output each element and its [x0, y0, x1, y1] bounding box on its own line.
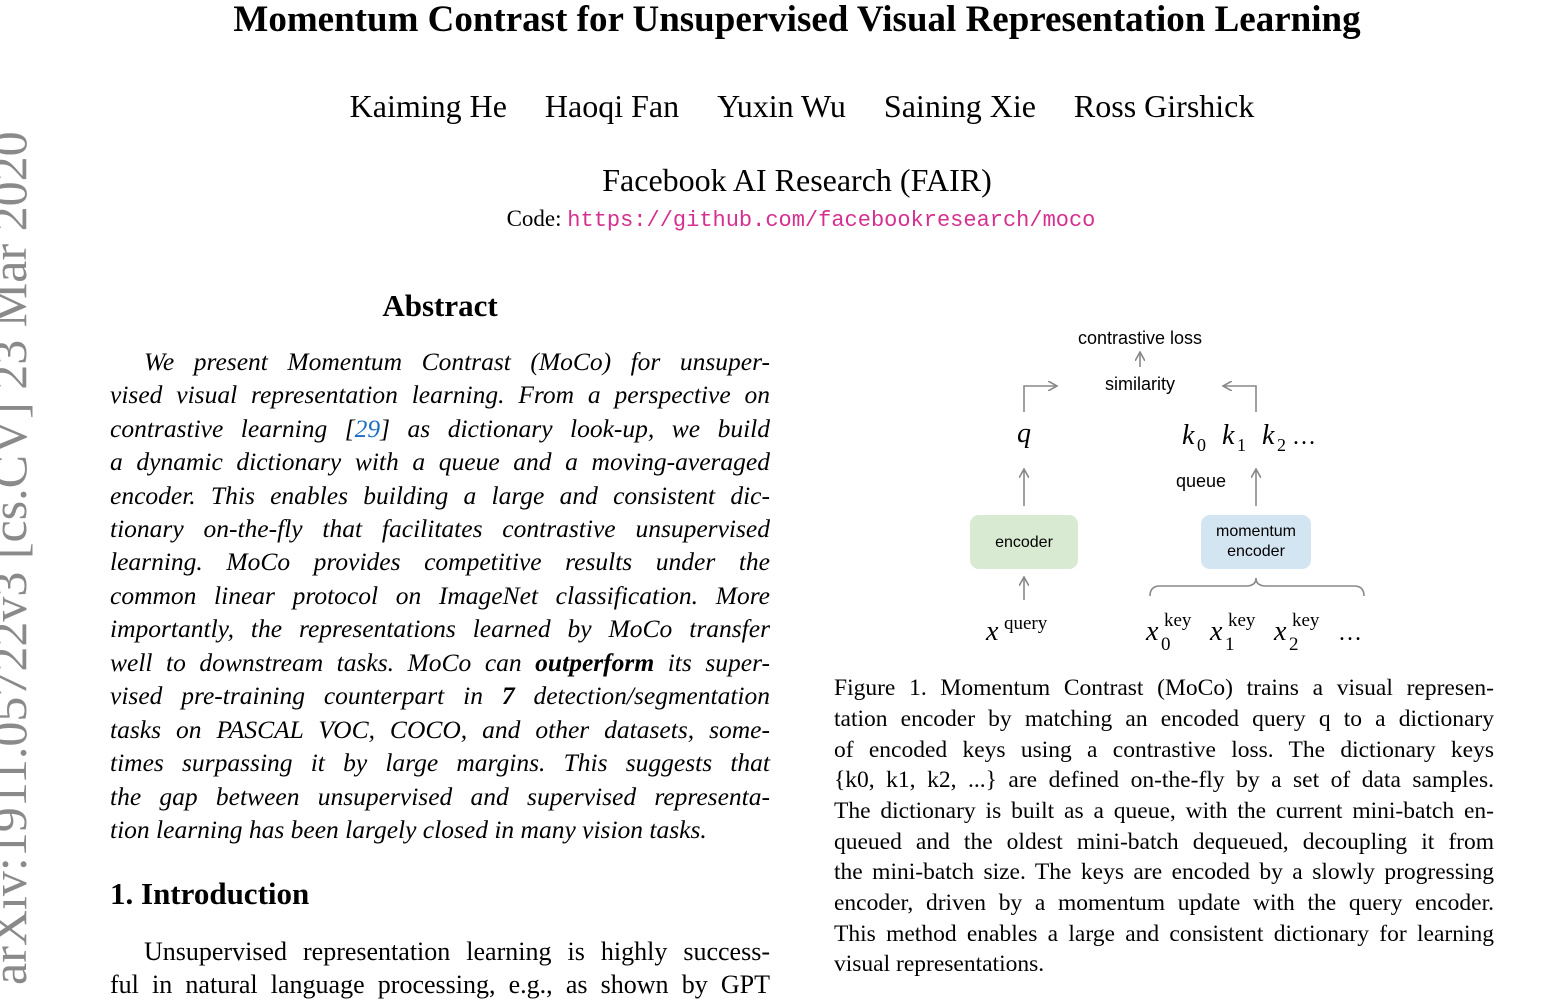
svg-text:x: x — [1145, 616, 1159, 647]
abstract-line: tion learning has been largely closed in… — [110, 815, 707, 844]
arrow-keys-to-similarity — [1224, 386, 1257, 412]
abstract-line: the gap between unsupervised and supervi… — [110, 782, 770, 811]
abstract-line: common linear protocol on ImageNet class… — [110, 581, 770, 610]
abstract-line: vised visual representation learning. Fr… — [110, 380, 770, 409]
code-link[interactable]: https://github.com/facebookresearch/moco — [567, 208, 1096, 233]
momentum-encoder-label-2: encoder — [1227, 543, 1285, 560]
contrastive-loss-label: contrastive loss — [1078, 328, 1202, 348]
abstract-line: We present Momentum Contrast (MoCo) for … — [144, 347, 770, 376]
abstract-text: contrastive learning [ — [110, 414, 355, 443]
svg-text:k: k — [1222, 420, 1235, 451]
caption-line: {k0, k1, k2, ...} are defined on-the-fly… — [834, 767, 1494, 793]
svg-text:key: key — [1164, 610, 1192, 631]
abstract-line: tasks on PASCAL VOC, COCO, and other dat… — [110, 715, 770, 744]
caption-line: queued and the oldest mini-batch dequeue… — [834, 829, 1494, 855]
arrow-q-to-similarity — [1023, 386, 1056, 412]
abstract-line: vised pre-training counterpart in 7 dete… — [110, 679, 770, 712]
svg-text:…: … — [1338, 620, 1362, 646]
intro-line: ful in natural language processing, e.g.… — [110, 970, 770, 999]
query-symbol: q — [1017, 418, 1031, 449]
author-2: Haoqi Fan — [544, 88, 680, 124]
abstract-text: well to downstream tasks. MoCo can — [110, 648, 536, 677]
momentum-encoder-label-1: momentum — [1216, 523, 1296, 540]
emphasis-text: 7 — [501, 681, 515, 710]
svg-text:1: 1 — [1225, 634, 1235, 655]
abstract-line: learning. MoCo provides competitive resu… — [110, 547, 770, 576]
abstract-text: ] as dictionary look-up, we build — [380, 414, 770, 443]
caption-line: of encoded keys using a contrastive loss… — [834, 737, 1494, 763]
caption-line: Figure 1. Momentum Contrast (MoCo) train… — [834, 675, 1494, 701]
svg-text:x: x — [1273, 616, 1287, 647]
caption-line: tation encoder by matching an encoded qu… — [834, 706, 1494, 732]
abstract-line: importantly, the representations learned… — [110, 614, 770, 643]
abstract-heading: Abstract — [382, 288, 498, 323]
author-list: Kaiming He Haoqi Fan Yuxin Wu Saining Xie Ro… — [0, 88, 1546, 125]
caption-line: encoder, driven by a momentum update wit… — [834, 890, 1494, 916]
key-inputs-symbols: x key 0 x key 1 x key 2 … — [1145, 610, 1362, 655]
author-3: Yuxin Wu — [717, 88, 846, 124]
caption-line: visual representations. — [834, 951, 1045, 977]
section-heading: 1. Introduction — [110, 876, 310, 911]
abstract-text: detection/segmentation — [514, 681, 770, 710]
svg-text:x: x — [985, 616, 999, 647]
encoder-box — [970, 515, 1078, 569]
paper-title: Momentum Contrast for Unsupervised Visua… — [233, 0, 1361, 40]
svg-text:1: 1 — [1237, 435, 1246, 455]
abstract-line: contrastive learning [29] as dictionary … — [110, 412, 770, 445]
code-line: Code: https://github.com/facebookresearc… — [0, 206, 1546, 233]
abstract-line: a dynamic dictionary with a queue and a … — [110, 447, 770, 476]
abstract-line: well to downstream tasks. MoCo can outpe… — [110, 646, 770, 679]
svg-text:k: k — [1262, 420, 1275, 451]
caption-line: This method enables a large and consiste… — [834, 921, 1494, 947]
abstract-line: encoder. This enables building a large a… — [110, 481, 770, 510]
abstract-line: tionary on-the-fly that facilitates cont… — [110, 514, 770, 543]
author-5: Ross Girshick — [1073, 88, 1255, 124]
abstract-line: times surpassing it by large margins. Th… — [110, 748, 770, 777]
author-4: Saining Xie — [883, 88, 1036, 124]
author-1: Kaiming He — [349, 88, 507, 124]
intro-line: Unsupervised representation learning is … — [144, 937, 770, 966]
arxiv-stamp: arXiv:1911.05722v3 [cs.CV] 23 Mar 2020 — [0, 131, 37, 985]
encoder-label: encoder — [995, 534, 1053, 551]
svg-text:2: 2 — [1289, 634, 1299, 655]
queue-label: queue — [1176, 471, 1226, 491]
code-label: Code: — [506, 206, 562, 231]
caption-line: the mini-batch size. The keys are encode… — [834, 859, 1494, 885]
svg-text:k: k — [1182, 420, 1195, 451]
affiliation: Facebook AI Research (FAIR) — [602, 162, 992, 198]
caption-line: The dictionary is built as a queue, with… — [834, 798, 1494, 824]
momentum-encoder-box — [1201, 515, 1311, 569]
svg-text:key: key — [1292, 610, 1320, 631]
svg-text:x: x — [1209, 616, 1223, 647]
moco-diagram: contrastive loss similarity q k 0 k 1 k … — [970, 328, 1365, 655]
svg-text:2: 2 — [1277, 435, 1286, 455]
svg-text:0: 0 — [1197, 435, 1206, 455]
similarity-label: similarity — [1105, 374, 1175, 394]
abstract-text: vised pre-training counterpart in — [110, 681, 502, 710]
query-input-symbol: x query — [985, 613, 1048, 647]
svg-text:…: … — [1292, 424, 1316, 450]
emphasis-text: outperform — [535, 648, 655, 677]
svg-text:key: key — [1228, 610, 1256, 631]
svg-text:query: query — [1004, 613, 1048, 634]
abstract-text: its super- — [654, 648, 770, 677]
keys-symbols: k 0 k 1 k 2 … — [1182, 420, 1316, 455]
citation-link[interactable]: 29 — [354, 414, 381, 443]
svg-text:0: 0 — [1161, 634, 1171, 655]
key-inputs-brace — [1149, 577, 1365, 597]
